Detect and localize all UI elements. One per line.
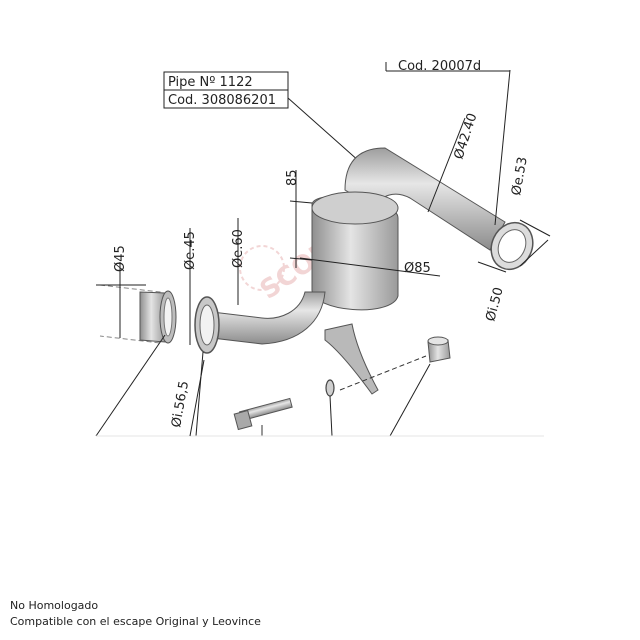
dim-outer-e60: Øe.60 (231, 229, 246, 268)
pipe-number-label: Pipe Nº 1122 (168, 75, 253, 90)
dim-pipe-4240: Ø42.40 (452, 111, 481, 161)
dim-inner-50: Øi.50 (483, 286, 506, 323)
washer (325, 379, 335, 397)
partial-code-label: Cod. 20007d (385, 59, 510, 74)
mounting-bracket (324, 323, 379, 395)
pipe-label-box: Pipe Nº 1122 Cod. 308086201 (163, 71, 379, 179)
gasket-ring (99, 284, 177, 344)
dim-outer-45: Ø45 (113, 245, 128, 272)
dimension-lines (96, 69, 551, 437)
leader-lines (95, 334, 544, 437)
mounting-bolt (233, 397, 293, 431)
spacer-sleeve (427, 336, 451, 363)
pipe-code-label: Cod. 308086201 (168, 93, 276, 108)
dim-outer-e53: Øe.53 (509, 156, 531, 197)
inlet-pipe (194, 291, 326, 354)
dim-inner-565: Øi.56,5 (169, 380, 192, 429)
svg-text:Cod. 20007d: Cod. 20007d (398, 59, 481, 74)
silencer-body (311, 191, 399, 311)
dim-diameter-85: Ø85 (404, 261, 431, 276)
compatibility-note: Compatible con el escape Original y Leov… (10, 615, 261, 628)
homologation-note: No Homologado (10, 599, 99, 612)
dim-outer-e45: Øe.45 (183, 231, 198, 270)
dim-height-85: 85 (285, 169, 300, 186)
